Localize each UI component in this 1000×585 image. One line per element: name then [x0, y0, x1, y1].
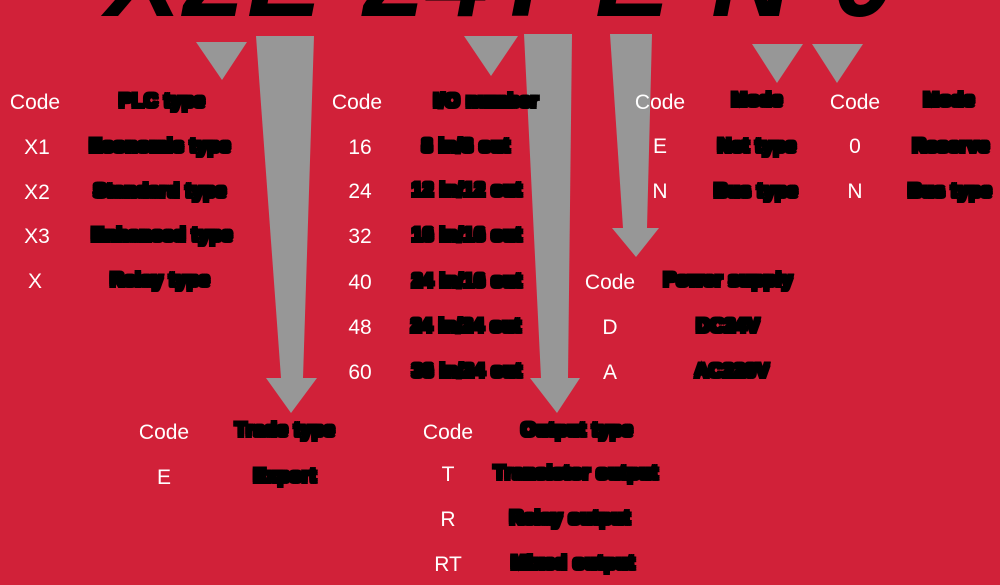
output-type-code: T [441, 463, 455, 486]
bar-trade-type [256, 36, 314, 378]
io-number-label: 8 in/8 out [420, 134, 511, 158]
power-supply-header: Power supply [662, 268, 794, 292]
power-supply-code: A [602, 361, 618, 384]
io-number-code: 24 [348, 180, 372, 203]
io-number-label: 36 in/24 out [410, 359, 523, 383]
io-number-label: 24 in/16 out [410, 269, 523, 293]
trade-type-code: E [156, 466, 172, 489]
trade-type-header: Trade type [233, 418, 336, 442]
output-type-code: R [440, 508, 456, 531]
mode-a-label: Net type [716, 134, 798, 158]
arrow-io-number [464, 36, 518, 76]
plc-type-code: X [27, 270, 43, 293]
plc-type-label: Enhanced type [90, 223, 234, 247]
plc-type-label: Economic type [88, 134, 232, 158]
output-type-code: RT [434, 553, 462, 576]
mode-a-code: E [652, 135, 668, 158]
model-code-banner: X2E-24T-E-N-0 [100, 0, 960, 46]
mode-a-code-header: Code [634, 91, 686, 114]
arrowhead-output-type [530, 378, 580, 413]
output-type-code-header: Code [422, 421, 474, 444]
arrow-mode-b [812, 44, 863, 83]
arrowhead-power-supply [612, 228, 659, 257]
bar-output-type [524, 34, 572, 378]
arrow-mode-a [752, 44, 803, 83]
bar-power-supply [610, 34, 652, 228]
mode-b-label: Reserve [911, 134, 991, 158]
plc-type-code: X3 [24, 225, 50, 248]
io-number-header: I/O number [432, 89, 540, 113]
mode-b-code: 0 [849, 135, 861, 158]
io-number-label: 16 in/16 out [410, 223, 523, 247]
mode-a-header: Mode [730, 88, 784, 112]
io-number-label: 12 in/12 out [410, 178, 523, 202]
power-supply-label: AC220V [693, 359, 771, 383]
mode-a-code: N [652, 180, 668, 203]
mode-b-code: N [847, 180, 863, 203]
io-number-code: 60 [348, 361, 372, 384]
model-code-text: X2E-24T-E-N-0 [106, 0, 898, 34]
output-type-header: Output type [519, 418, 634, 442]
power-supply-code-header: Code [584, 271, 636, 294]
output-type-label: Relay output [508, 506, 632, 530]
plc-type-header: PLC type [117, 89, 206, 113]
io-number-label: 24 in/24 out [409, 314, 522, 338]
io-number-code: 32 [348, 225, 372, 248]
mode-b-header: Mode [922, 88, 976, 112]
arrowhead-trade-type [266, 378, 317, 413]
mode-a-label: Bus type [712, 179, 799, 203]
plc-type-label: Relay type [108, 268, 211, 292]
io-number-code: 40 [348, 271, 372, 294]
output-type-label: Transistor output [492, 461, 659, 485]
power-supply-code: D [602, 316, 618, 339]
plc-type-code: X1 [24, 136, 50, 159]
io-number-code: 48 [348, 316, 372, 339]
output-type-label: Mixed output [509, 551, 636, 575]
power-supply-label: DC24V [695, 314, 761, 338]
io-number-code: 16 [348, 136, 372, 159]
plc-type-code: X2 [24, 181, 50, 204]
trade-type-code-header: Code [138, 421, 190, 444]
plc-type-label: Standard type [92, 179, 228, 203]
mode-b-label: Bus type [906, 179, 993, 203]
mode-b-code-header: Code [829, 91, 881, 114]
io-number-code-header: Code [331, 91, 383, 114]
trade-type-label: Export [252, 464, 318, 488]
arrow-plc-type [196, 42, 247, 80]
plc-type-code-header: Code [9, 91, 61, 114]
